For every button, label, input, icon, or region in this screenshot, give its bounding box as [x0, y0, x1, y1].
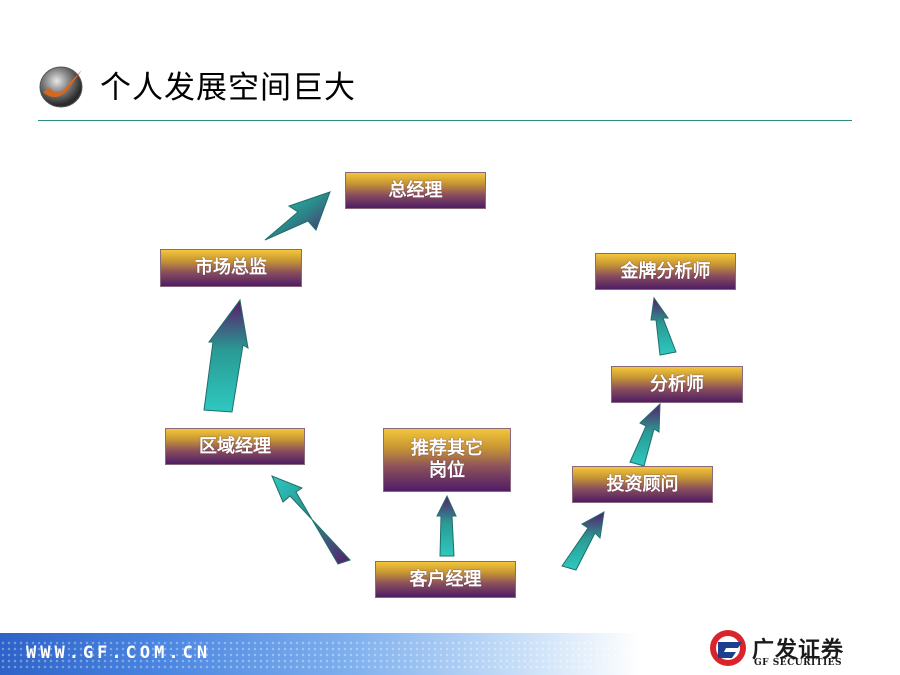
- footer-pattern: [0, 640, 640, 670]
- brand-subtitle: GF SECURITIES: [754, 658, 843, 668]
- arrow-account-to-advisor: [561, 511, 605, 571]
- node-recommended-other: 推荐其它 岗位: [383, 428, 511, 492]
- gf-logo-icon: [710, 630, 746, 666]
- arrow-analyst-to-gold: [650, 296, 677, 356]
- arrow-director-to-gm: [264, 191, 331, 241]
- slide-title: 个人发展空间巨大: [100, 70, 356, 106]
- node-investment-advisor: 投资顾问: [572, 466, 713, 503]
- node-analyst: 分析师: [611, 366, 743, 403]
- arrow-account-to-other: [436, 494, 457, 557]
- arrow-regional-to-director: [203, 298, 249, 413]
- node-gold-analyst: 金牌分析师: [595, 253, 736, 290]
- node-marketing-director: 市场总监: [160, 249, 302, 287]
- arrow-account-to-regional: [271, 475, 351, 565]
- title-divider: [38, 120, 852, 121]
- brand-name: 广发证券: [752, 638, 845, 663]
- globe-check-icon: [39, 66, 83, 108]
- footer-band: [0, 633, 640, 675]
- footer-url: WWW.GF.COM.CN: [26, 643, 212, 663]
- node-regional-manager: 区域经理: [165, 428, 305, 465]
- node-general-manager: 总经理: [345, 172, 486, 209]
- node-account-manager: 客户经理: [375, 561, 516, 598]
- arrow-advisor-to-analyst: [629, 402, 661, 467]
